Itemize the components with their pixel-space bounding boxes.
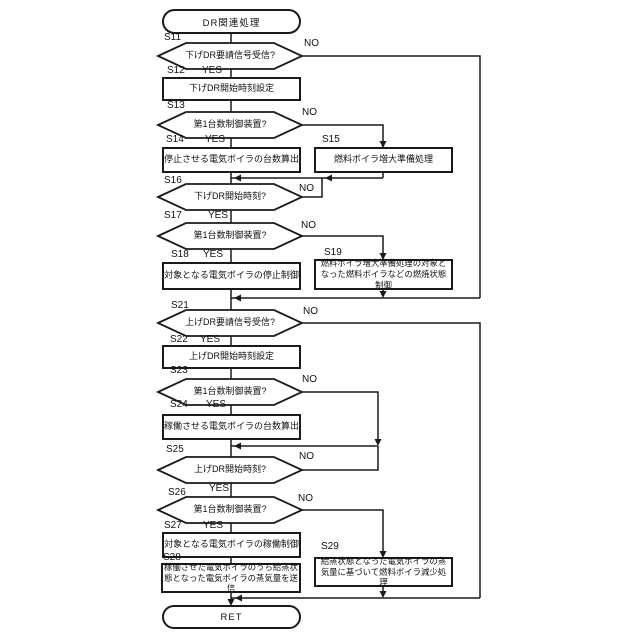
node-s21: 上げDR要請信号受信? xyxy=(184,317,275,328)
yes-label-s17: YES xyxy=(203,249,224,260)
shape-s26-decision xyxy=(155,496,305,524)
node-s19: 燃料ボイラ増大準備処理の対象となった燃料ボイラなどの燃焼状態制御 xyxy=(320,258,447,290)
shape-s14-process xyxy=(162,147,301,173)
edge-s16-no-loop xyxy=(302,178,323,198)
node-s23: 第1台数制御装置? xyxy=(193,386,267,397)
edge-s17-no-s19 xyxy=(302,235,384,259)
step-label-s14: S14 xyxy=(166,134,184,145)
edge-s23-no-down xyxy=(302,391,379,444)
step-label-s18: S18 xyxy=(171,249,189,260)
shape-start-terminal xyxy=(162,9,301,34)
yes-label-s11: YES xyxy=(202,65,223,76)
shape-s19-process xyxy=(314,259,453,290)
no-label-s16: NO xyxy=(299,183,314,194)
shape-s24-process xyxy=(162,414,301,440)
node-s18: 対象となる電気ボイラの停止制御 xyxy=(164,270,299,281)
edge-s11-no-rail xyxy=(302,55,481,298)
no-label-s11: NO xyxy=(304,38,319,49)
node-s12: 下げDR開始時刻設定 xyxy=(189,83,274,94)
shape-s23-decision xyxy=(155,378,305,406)
edge-s26-no-s29 xyxy=(302,509,384,556)
node-s11: 下げDR要請信号受信? xyxy=(184,50,275,61)
node-s26: 第1台数制御装置? xyxy=(193,504,267,515)
step-label-s29: S29 xyxy=(321,541,339,552)
step-label-s17: S17 xyxy=(164,210,182,221)
edge-s25-no-loop xyxy=(302,446,379,471)
shape-s21-decision xyxy=(155,309,305,337)
no-label-s23: NO xyxy=(302,374,317,385)
arrow-junction2-left xyxy=(234,442,241,450)
arrow-s23-junction2 xyxy=(374,439,382,446)
node-s17: 第1台数制御装置? xyxy=(193,230,267,241)
shape-s11-decision xyxy=(155,42,305,70)
shape-s12-process xyxy=(162,77,301,101)
arrow-s29-merge2 xyxy=(379,591,387,598)
no-label-s26: NO xyxy=(298,493,313,504)
no-label-s25: NO xyxy=(299,451,314,462)
shape-ret-terminal xyxy=(162,605,301,629)
yes-label-s26: YES xyxy=(203,520,224,531)
node-s16: 下げDR開始時刻? xyxy=(193,191,266,202)
step-label-s16: S16 xyxy=(164,175,182,186)
step-label-s13: S13 xyxy=(167,100,185,111)
node-s28: 稼働させた電気ボイラのうち給蒸状態となった電気ボイラの蒸気量を送信 xyxy=(164,561,298,594)
step-label-s28: S28 xyxy=(163,552,181,563)
arrow-junction1-left-b xyxy=(325,174,332,182)
no-label-s17: NO xyxy=(301,220,316,231)
node-s27: 対象となる電気ボイラの稼働制御 xyxy=(164,539,299,550)
arrow-into-s15 xyxy=(379,141,387,148)
arrow-into-s29 xyxy=(379,551,387,558)
shape-s22-process xyxy=(162,345,301,369)
yes-label-s25: YES xyxy=(209,483,230,494)
step-label-s15: S15 xyxy=(322,134,340,145)
step-label-s23: S23 xyxy=(170,365,188,376)
shape-s15-process xyxy=(314,147,453,173)
shape-s17-decision xyxy=(155,222,305,250)
step-label-s21: S21 xyxy=(171,300,189,311)
node-s13: 第1台数制御装置? xyxy=(193,119,267,130)
node-s22: 上げDR開始時刻設定 xyxy=(189,351,274,362)
step-label-s12: S12 xyxy=(167,65,185,76)
arrow-into-ret xyxy=(227,599,235,606)
step-label-s25: S25 xyxy=(166,444,184,455)
shape-s25-decision xyxy=(155,456,305,484)
step-label-s19: S19 xyxy=(324,247,342,258)
node-start: DR関連処理 xyxy=(202,17,261,29)
arrow-into-s19 xyxy=(379,253,387,260)
shape-s13-decision xyxy=(155,111,305,139)
node-s24: 稼働させる電気ボイラの台数算出 xyxy=(163,421,299,432)
arrow-merge1-left xyxy=(234,294,241,302)
node-s25: 上げDR開始時刻? xyxy=(193,464,266,475)
no-label-s13: NO xyxy=(302,107,317,118)
shape-s18-process xyxy=(162,262,301,290)
no-label-s21: NO xyxy=(303,306,318,317)
step-label-s24: S24 xyxy=(170,399,188,410)
arrow-merge2-left xyxy=(235,594,242,602)
step-label-s22: S22 xyxy=(170,334,188,345)
yes-label-s13: YES xyxy=(205,134,226,145)
node-s29: 給蒸状態となった電気ボイラの蒸気量に基づいて燃料ボイラ減少処理 xyxy=(320,555,447,588)
arrow-s19-merge1 xyxy=(379,291,387,298)
shape-s29-process xyxy=(314,557,453,587)
yes-label-s21: YES xyxy=(200,334,221,345)
step-label-s27: S27 xyxy=(164,520,182,531)
shape-s28-process xyxy=(161,563,301,593)
edge-s21-no-rail xyxy=(302,322,481,598)
yes-label-s23: YES xyxy=(206,399,227,410)
node-s15: 燃料ボイラ増大準備処理 xyxy=(333,154,433,165)
shape-s27-process xyxy=(162,532,301,558)
node-s14: 停止させる電気ボイラの台数算出 xyxy=(163,154,299,165)
yes-label-s16: YES xyxy=(208,210,229,221)
arrow-junction1-left-a xyxy=(234,174,241,182)
step-label-s11: S11 xyxy=(164,32,182,43)
shape-s16-decision xyxy=(155,183,305,211)
step-label-s26: S26 xyxy=(168,487,186,498)
node-ret: RET xyxy=(220,611,243,623)
edge-s13-no-s15 xyxy=(302,124,384,147)
